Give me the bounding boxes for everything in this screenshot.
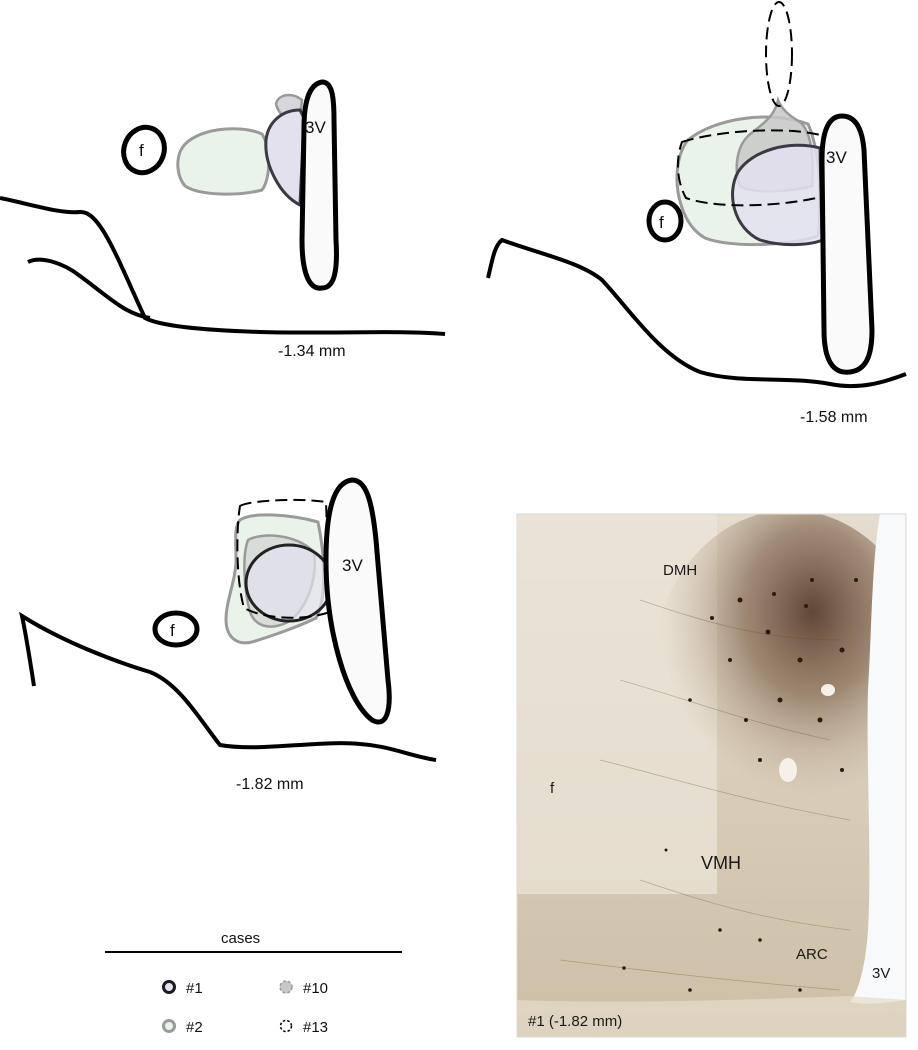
- legend-label-case1: #1: [186, 980, 203, 997]
- micrograph-label-f: f: [550, 780, 555, 797]
- micrograph-label-dmh: DMH: [663, 562, 697, 579]
- legend-swatch-case2: [162, 1019, 176, 1033]
- ventricle-label: 3V: [342, 556, 363, 575]
- fibres: [559, 599, 851, 991]
- micrograph-label-3v: 3V: [872, 965, 890, 982]
- level-label: -1.58 mm: [800, 409, 868, 426]
- ventricle-label: 3V: [305, 118, 326, 137]
- third-ventricle: [819, 113, 875, 375]
- panel-3: 3V f -1.82 mm: [19, 477, 437, 793]
- case2-region: [176, 127, 271, 196]
- case13-region: [236, 498, 332, 619]
- micrograph-caption: #1 (-1.82 mm): [528, 1013, 622, 1030]
- fornix-label: f: [659, 213, 664, 232]
- case13-dorsal-region: [765, 1, 793, 107]
- ventricle-label: 3V: [826, 148, 847, 167]
- legend-swatch-case13: [279, 1019, 293, 1033]
- stain-field: [650, 514, 906, 850]
- fornix: [152, 610, 200, 648]
- legend-swatch-case10: [279, 980, 293, 994]
- legend-label-case10: #10: [303, 980, 328, 997]
- case1-region: [731, 143, 824, 247]
- micrograph-label-vmh: VMH: [701, 853, 741, 873]
- ventral-outline: [19, 611, 437, 762]
- micrograph-ventricle: [850, 514, 906, 1004]
- neurons: [622, 578, 858, 992]
- case13-region: [676, 129, 830, 207]
- ventral-outline: [486, 237, 907, 389]
- legend-label-case13: #13: [303, 1019, 328, 1036]
- case1-region: [244, 543, 334, 623]
- micrograph-frame: [516, 513, 907, 1038]
- vessel: [779, 758, 797, 782]
- third-ventricle: [299, 79, 339, 291]
- fornix: [646, 199, 684, 243]
- level-label: -1.34 mm: [278, 343, 346, 360]
- micrograph: DMH f VMH ARC 3V #1 (-1.82 mm): [516, 513, 907, 1038]
- level-label: -1.82 mm: [236, 776, 304, 793]
- legend-label-case2: #2: [186, 1019, 203, 1036]
- fornix-label: f: [139, 141, 144, 160]
- panel-2: 3V f -1.58 mm: [486, 1, 907, 426]
- micrograph-label-arc: ARC: [796, 946, 828, 963]
- legend-title: cases: [221, 930, 260, 947]
- vessel: [821, 684, 835, 696]
- panel-1: 3V f -1.34 mm: [0, 79, 446, 360]
- fornix-label: f: [170, 621, 175, 640]
- third-ventricle: [323, 477, 392, 725]
- fornix: [121, 124, 167, 176]
- case1-region: [264, 108, 306, 208]
- legend: cases #1 #10 #2 #13: [105, 930, 402, 1036]
- legend-swatch-case1: [162, 980, 176, 994]
- optic-tract-outline: [27, 257, 151, 320]
